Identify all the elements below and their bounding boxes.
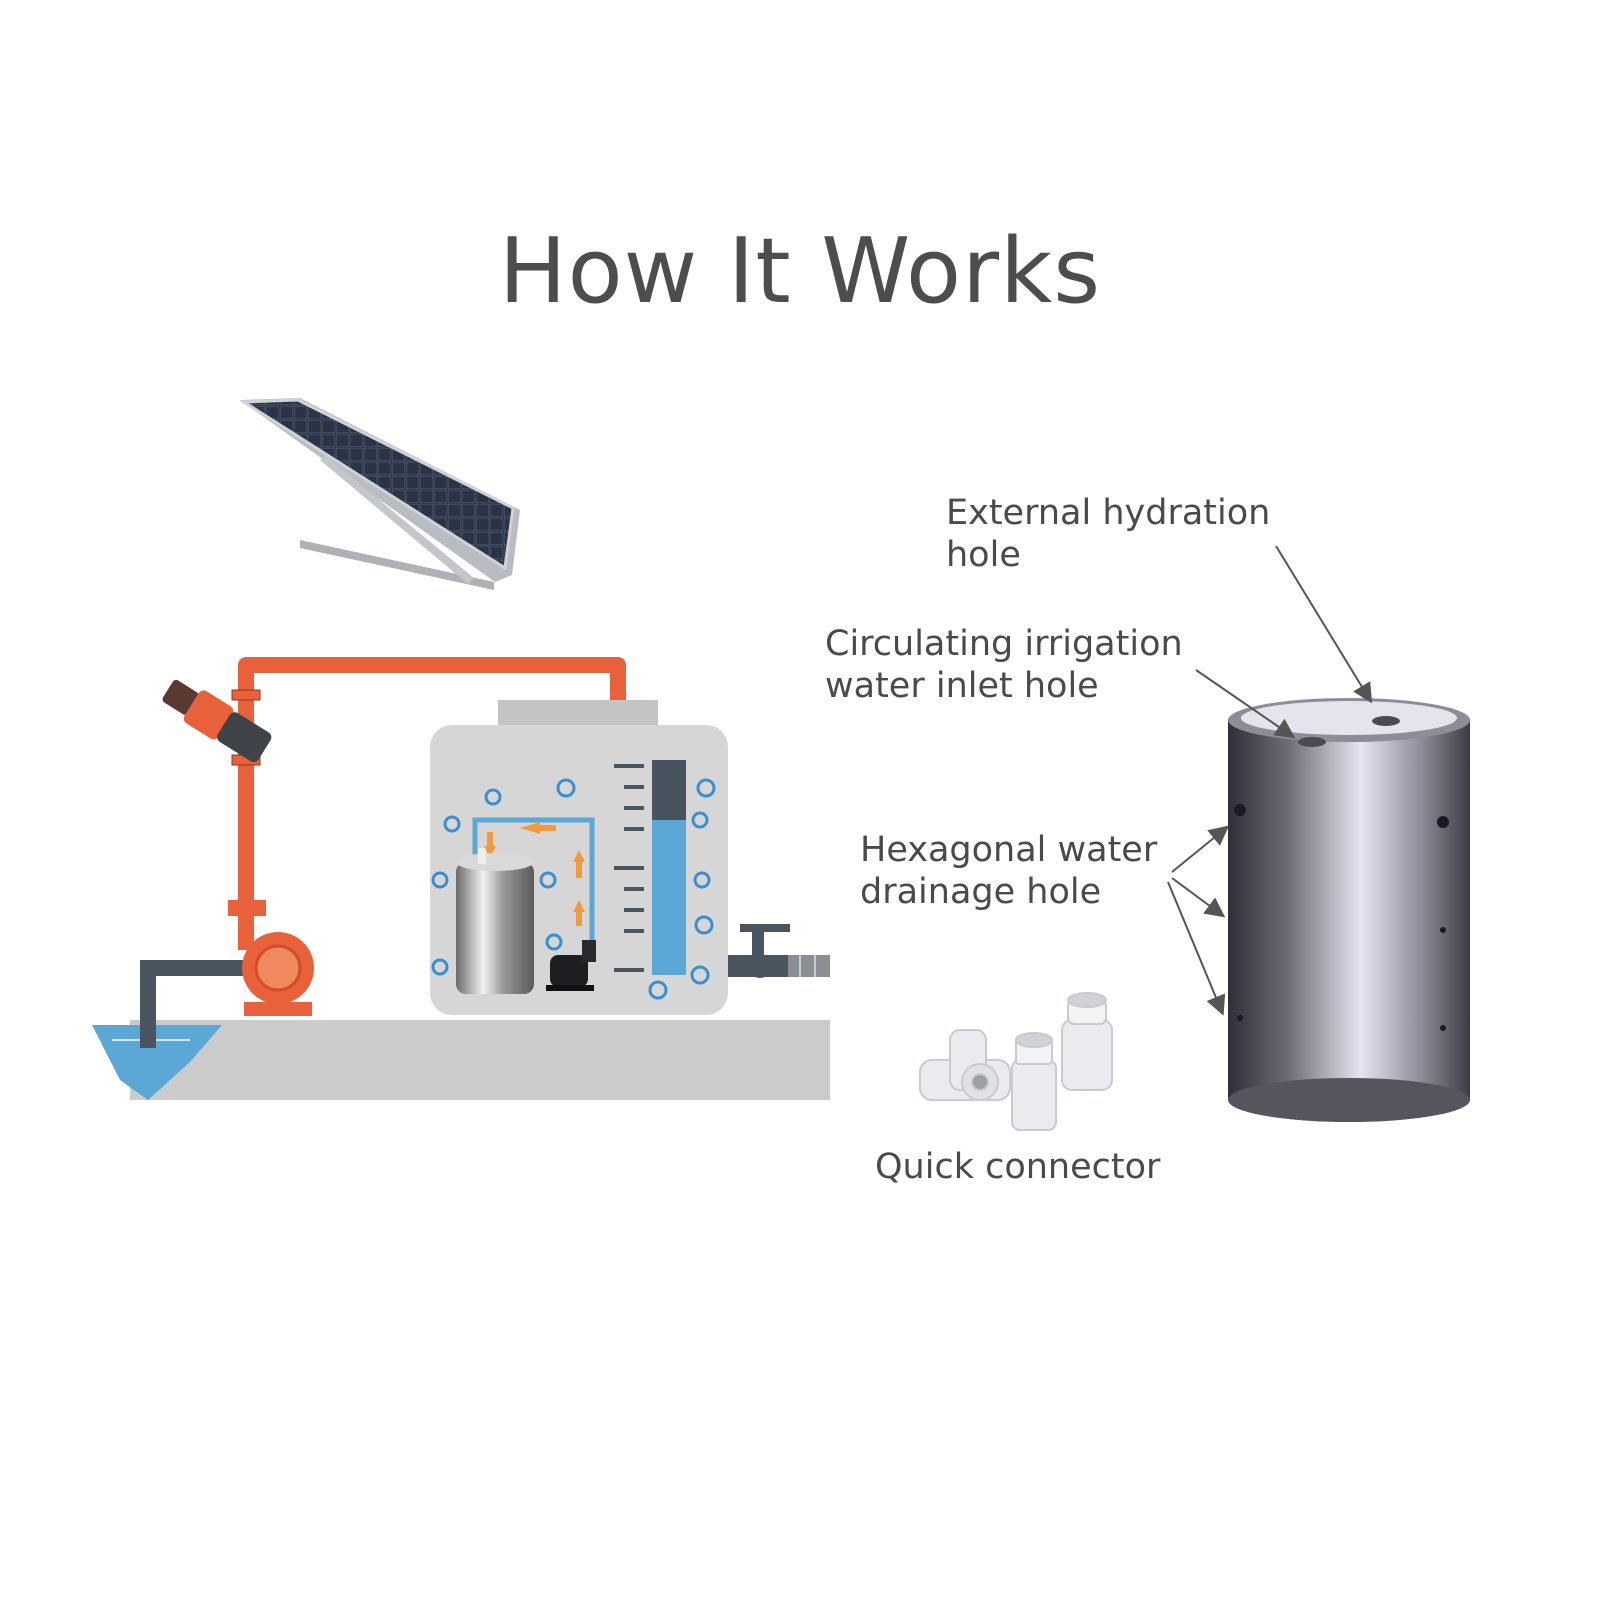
- aerator-device: [456, 848, 534, 994]
- cylinder-device-icon: [1228, 698, 1470, 1122]
- label-line: External hydration: [946, 493, 1271, 533]
- solar-panel-icon: [239, 398, 520, 590]
- page-title: How It Works: [498, 219, 1102, 324]
- callout-drainage-3: [1167, 881, 1226, 1016]
- drainage-hole: [1234, 804, 1246, 816]
- label-line: water inlet hole: [825, 666, 1099, 706]
- pipe-flange: [228, 900, 266, 916]
- label-drainage-hole: Hexagonal water drainage hole: [860, 829, 1157, 913]
- inlet-hole: [1298, 737, 1326, 747]
- label-line: drainage hole: [860, 872, 1102, 912]
- callout-drainage-2: [1171, 877, 1226, 918]
- label-water-inlet-hole: Circulating irrigation water inlet hole: [825, 623, 1183, 707]
- mini-pump-icon: [546, 940, 596, 991]
- valve-icon: [728, 924, 830, 978]
- label-line: hole: [946, 535, 1021, 575]
- ground-slab: [130, 1020, 830, 1100]
- label-quick-connector: Quick connector: [875, 1147, 1161, 1187]
- intake-pipe: [140, 960, 258, 1048]
- callout-drainage-1: [1171, 825, 1230, 873]
- supply-pipe: [238, 657, 626, 950]
- callout-inlet: [1195, 669, 1296, 739]
- label-line: Circulating irrigation: [825, 624, 1183, 664]
- pipe-flange: [231, 689, 261, 701]
- callout-hydration: [1275, 545, 1373, 704]
- drainage-hole: [1437, 816, 1449, 828]
- label-external-hydration-hole: External hydration hole: [946, 492, 1270, 576]
- filter-icon: [162, 679, 272, 763]
- label-line: Hexagonal water: [860, 830, 1158, 870]
- quick-connector-icon: [919, 992, 1113, 1131]
- callout-lines: [1167, 545, 1373, 1016]
- pump-icon: [242, 932, 314, 1016]
- hydration-hole: [1372, 716, 1400, 726]
